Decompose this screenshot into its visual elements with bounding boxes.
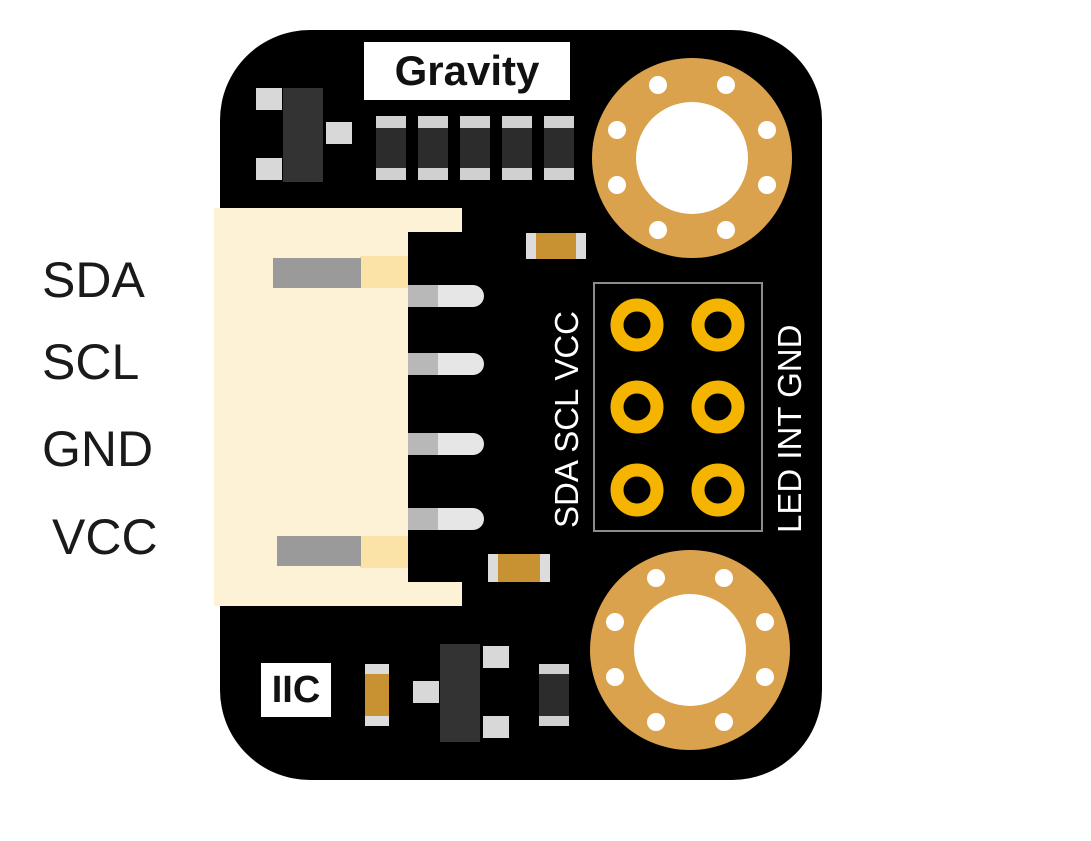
header-outline xyxy=(593,282,763,532)
pin-label-scl: SCL xyxy=(42,334,140,390)
brand-badge: Gravity xyxy=(364,42,570,100)
header-pads xyxy=(610,298,745,517)
header-pad xyxy=(610,380,664,434)
header-pad xyxy=(691,298,745,352)
mounting-hole-top xyxy=(592,58,792,258)
resistor-array xyxy=(376,116,574,180)
interface-badge: IIC xyxy=(261,663,331,717)
bottom-resistor-right xyxy=(539,664,569,726)
header-pad xyxy=(691,463,745,517)
connector-pins xyxy=(408,285,484,530)
resistor-lower xyxy=(488,554,550,582)
header-silkscreen-left: SDA SCL VCC xyxy=(548,310,585,528)
mounting-hole-bottom xyxy=(590,550,790,750)
bottom-transistor xyxy=(413,644,509,742)
top-transistor xyxy=(256,88,352,182)
pin-label-sda: SDA xyxy=(42,252,145,308)
bottom-resistor xyxy=(365,664,389,726)
connector-housing xyxy=(214,208,462,606)
header-pad xyxy=(610,463,664,517)
header-pad xyxy=(610,298,664,352)
header-silkscreen-right: LED INT GND xyxy=(771,324,808,533)
pin-label-gnd: GND xyxy=(42,421,154,477)
pin-label-vcc: VCC xyxy=(52,509,158,565)
resistor-upper xyxy=(526,233,586,259)
header-pad xyxy=(691,380,745,434)
